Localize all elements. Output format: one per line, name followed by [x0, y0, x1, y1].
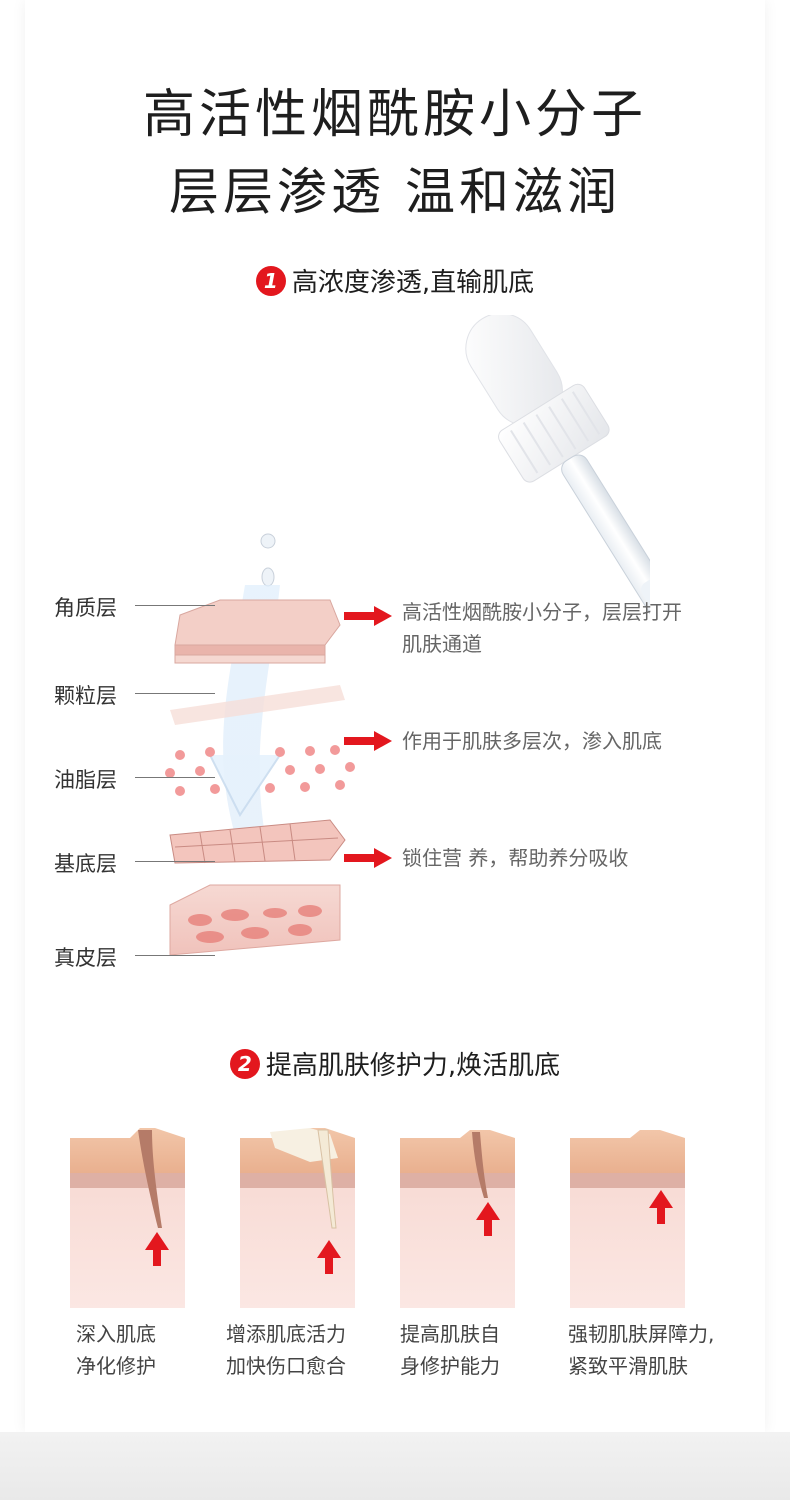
red-arrow-icon: [344, 606, 392, 626]
red-arrow-icon: [344, 731, 392, 751]
section-1-badge: 1: [255, 265, 286, 296]
layer-label-granular: 颗粒层: [54, 684, 117, 708]
skin-block-2: [240, 1128, 355, 1308]
leader-line: [135, 693, 215, 694]
skin-block-4: [570, 1130, 685, 1308]
section-2-badge: 2: [229, 1048, 260, 1079]
skin-block-1: [70, 1128, 185, 1308]
layer-label-dermis: 真皮层: [54, 946, 117, 970]
red-up-arrow-icon: [145, 1232, 169, 1266]
leader-line: [135, 861, 215, 862]
skin-block-3: [400, 1130, 515, 1308]
sebum-dots: [165, 745, 355, 796]
step-caption-1: 深入肌底 净化修护: [76, 1318, 156, 1382]
step-caption-3: 提高肌肤自 身修护能力: [400, 1318, 500, 1382]
red-arrow-icon: [344, 848, 392, 868]
note-stratum-line1: 高活性烟酰胺小分子，层层打开: [402, 600, 682, 624]
step-caption-1-line2: 净化修护: [76, 1354, 156, 1378]
section-1-title: 高浓度渗透,直输肌底: [291, 268, 535, 298]
layer-label-basal: 基底层: [54, 852, 117, 876]
note-multilayer: 作用于肌肤多层次，渗入肌底: [402, 729, 662, 753]
dropper-skin-illustration: [165, 315, 650, 956]
sub-title: 层层渗透 温和滋润: [169, 163, 621, 221]
note-stratum-line2: 肌肤通道: [402, 632, 482, 656]
bottom-shade: [0, 1432, 790, 1500]
basal-layer-block: [169, 819, 346, 864]
step-caption-3-line1: 提高肌肤自: [400, 1322, 500, 1346]
skin-repair-illustrations: [70, 1128, 685, 1308]
step-caption-2-line1: 增添肌底活力: [226, 1322, 346, 1346]
note-stratum: 高活性烟酰胺小分子，层层打开 肌肤通道: [402, 596, 682, 660]
section-2-heading: 2 提高肌肤修护力,焕活肌底: [0, 1045, 790, 1082]
red-up-arrow-icon: [649, 1190, 673, 1224]
section-1-heading: 1 高浓度渗透,直输肌底: [0, 262, 790, 299]
step-caption-4: 强韧肌肤屏障力, 紧致平滑肌肤: [568, 1318, 714, 1382]
leader-line: [135, 605, 215, 606]
main-title: 高活性烟酰胺小分子: [142, 85, 647, 145]
red-up-arrow-icon: [317, 1240, 341, 1274]
step-caption-1-line1: 深入肌底: [76, 1322, 156, 1346]
leader-line: [135, 777, 215, 778]
note-nutrient-lock: 锁住营 养，帮助养分吸收: [402, 846, 629, 870]
red-up-arrow-icon: [476, 1202, 500, 1236]
dermis-block: [169, 884, 341, 956]
step-caption-3-line2: 身修护能力: [400, 1354, 500, 1378]
dropper-icon: [465, 315, 650, 658]
step-caption-2: 增添肌底活力 加快伤口愈合: [226, 1318, 346, 1382]
step-caption-4-line2: 紧致平滑肌肤: [568, 1354, 688, 1378]
step-caption-4-line1: 强韧肌肤屏障力,: [568, 1322, 715, 1346]
layer-label-stratum-corneum: 角质层: [54, 596, 117, 620]
leader-line: [135, 955, 215, 956]
layer-label-sebum: 油脂层: [54, 768, 117, 792]
step-caption-2-line2: 加快伤口愈合: [226, 1354, 346, 1378]
section-2-title: 提高肌肤修护力,焕活肌底: [265, 1051, 561, 1081]
stratum-corneum-block: [174, 599, 341, 664]
